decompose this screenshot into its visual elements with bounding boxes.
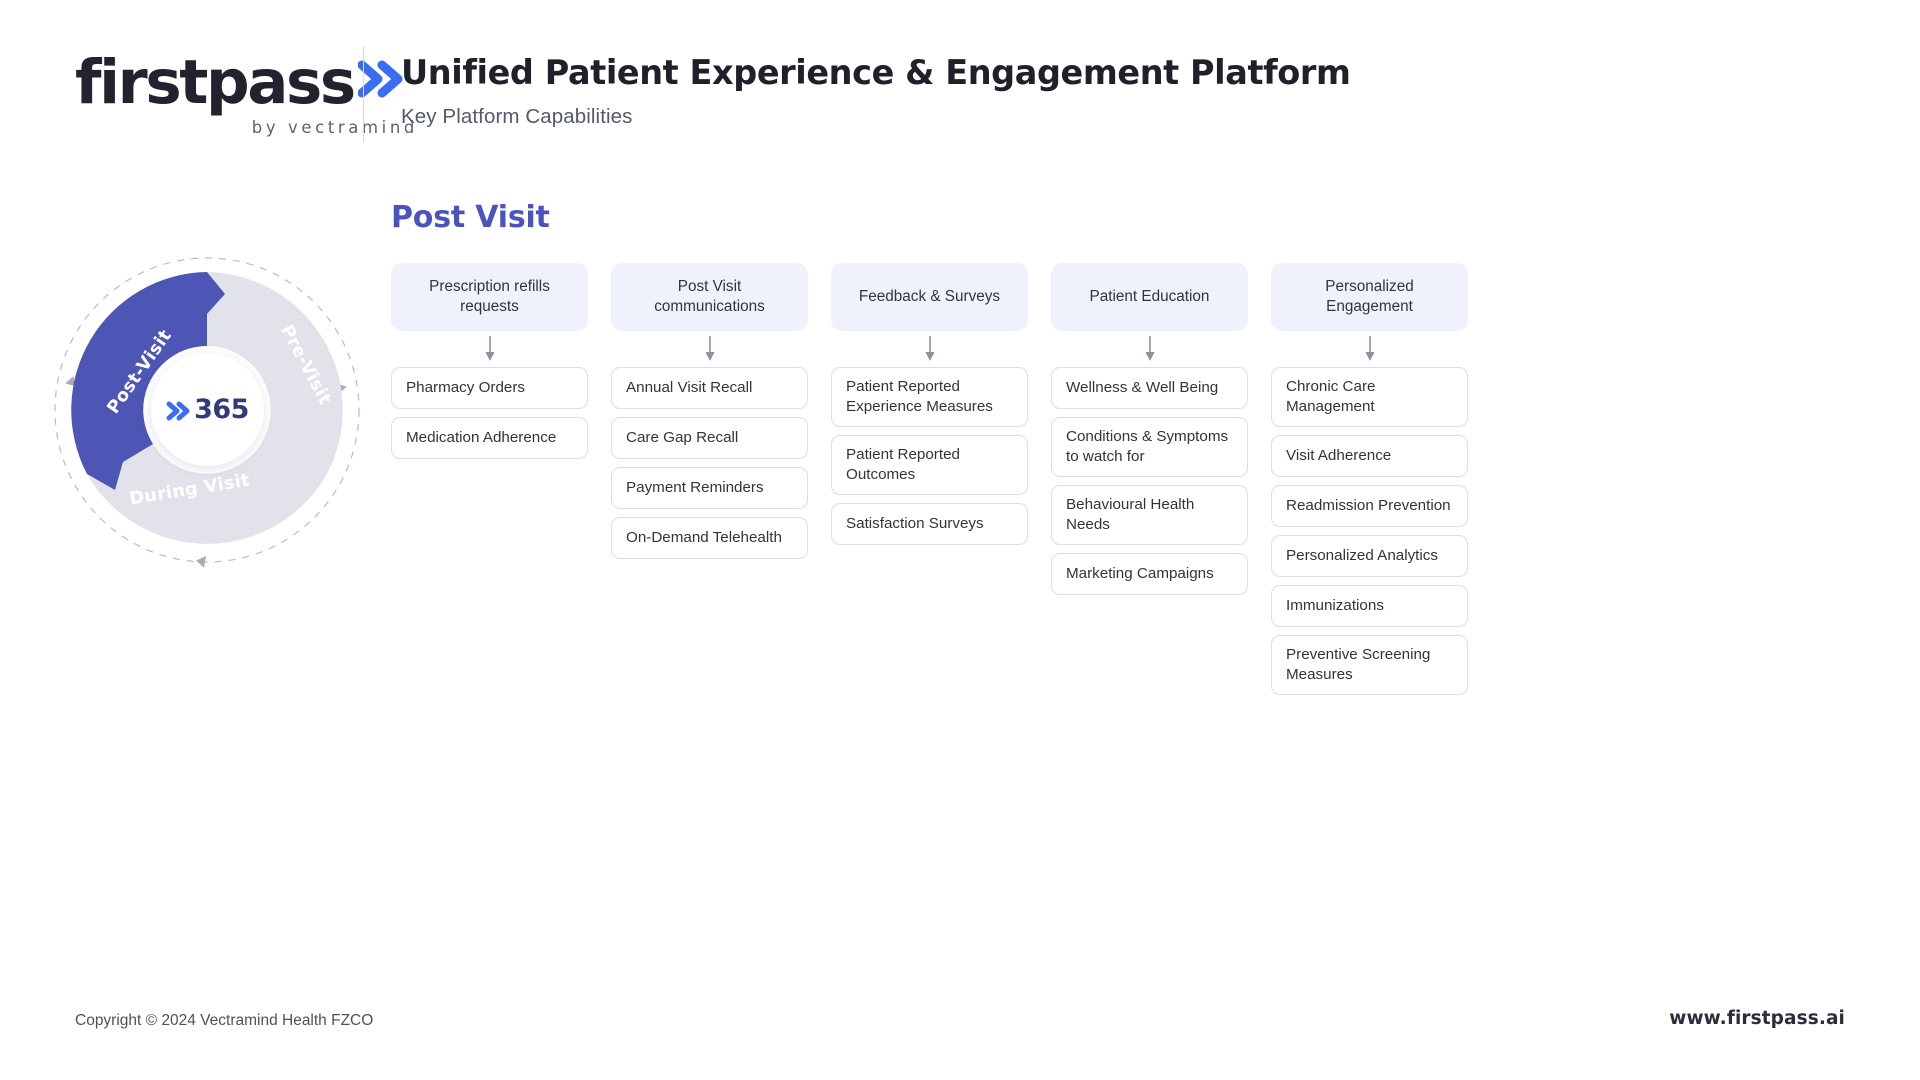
capability-column: Prescription refills requests Pharmacy O… [391,263,588,459]
section-title: Post Visit [391,200,550,235]
column-header[interactable]: Post Visit communications [611,263,808,331]
orbit-dashed-circle [54,257,360,563]
wheel-segment-post-visit[interactable] [71,272,225,490]
arrow-down-icon [1051,331,1248,367]
column-items: Patient Reported Experience Measures Pat… [831,367,1028,545]
double-chevron-right-icon [166,400,192,422]
wheel-svg [54,257,360,568]
website-url[interactable]: www.firstpass.ai [1669,1008,1845,1029]
wheel-center-badge: 365 [151,353,264,466]
page-header: firstpass by vectramind Unified Patient … [0,0,1920,185]
column-items: Chronic Care Management Visit Adherence … [1271,367,1468,695]
copyright-text: Copyright © 2024 Vectramind Health FZCO [75,1012,374,1029]
column-items: Wellness & Well Being Conditions & Sympt… [1051,367,1248,595]
logo-wordmark: firstpass [75,52,420,114]
list-item[interactable]: Immunizations [1271,585,1468,627]
list-item[interactable]: Behavioural Health Needs [1051,485,1248,545]
capability-column: Feedback & Surveys Patient Reported Expe… [831,263,1028,545]
wheel-segment-during-visit[interactable] [87,444,327,544]
list-item[interactable]: On-Demand Telehealth [611,517,808,559]
column-header[interactable]: Patient Education [1051,263,1248,331]
column-header[interactable]: Personalized Engagement [1271,263,1468,331]
list-item[interactable]: Preventive Screening Measures [1271,635,1468,695]
list-item[interactable]: Payment Reminders [611,467,808,509]
brand-logo[interactable]: firstpass by vectramind [75,52,420,147]
wheel-segment-pre-visit[interactable] [207,272,343,490]
logo-text: firstpass [75,47,356,118]
double-chevron-right-icon [357,59,404,99]
capability-column: Personalized Engagement Chronic Care Man… [1271,263,1468,695]
orbit-arrow-bottom-icon [196,556,207,568]
list-item[interactable]: Satisfaction Surveys [831,503,1028,545]
wheel-center-number: 365 [194,394,249,425]
list-item[interactable]: Pharmacy Orders [391,367,588,409]
capability-column: Post Visit communications Annual Visit R… [611,263,808,559]
list-item[interactable]: Patient Reported Experience Measures [831,367,1028,427]
page-subtitle: Key Platform Capabilities [401,105,633,128]
list-item[interactable]: Conditions & Symptoms to watch for [1051,417,1248,477]
capability-columns: Prescription refills requests Pharmacy O… [391,263,1468,695]
list-item[interactable]: Wellness & Well Being [1051,367,1248,409]
page-title: Unified Patient Experience & Engagement … [401,53,1351,92]
list-item[interactable]: Chronic Care Management [1271,367,1468,427]
list-item[interactable]: Care Gap Recall [611,417,808,459]
column-items: Annual Visit Recall Care Gap Recall Paym… [611,367,808,559]
list-item[interactable]: Medication Adherence [391,417,588,459]
column-header[interactable]: Prescription refills requests [391,263,588,331]
patient-journey-wheel: Post-Visit Pre-Visit During Visit 365 [47,250,367,570]
arrow-down-icon [831,331,1028,367]
header-divider [363,46,364,142]
logo-tagline: by vectramind [251,118,418,137]
list-item[interactable]: Visit Adherence [1271,435,1468,477]
list-item[interactable]: Readmission Prevention [1271,485,1468,527]
arrow-down-icon [1271,331,1468,367]
arrow-down-icon [611,331,808,367]
list-item[interactable]: Marketing Campaigns [1051,553,1248,595]
column-header[interactable]: Feedback & Surveys [831,263,1028,331]
capability-column: Patient Education Wellness & Well Being … [1051,263,1248,595]
page-footer: Copyright © 2024 Vectramind Health FZCO … [0,984,1920,1080]
header-title-group: Unified Patient Experience & Engagement … [401,52,1351,130]
list-item[interactable]: Annual Visit Recall [611,367,808,409]
list-item[interactable]: Patient Reported Outcomes [831,435,1028,495]
arrow-down-icon [391,331,588,367]
list-item[interactable]: Personalized Analytics [1271,535,1468,577]
column-items: Pharmacy Orders Medication Adherence [391,367,588,459]
